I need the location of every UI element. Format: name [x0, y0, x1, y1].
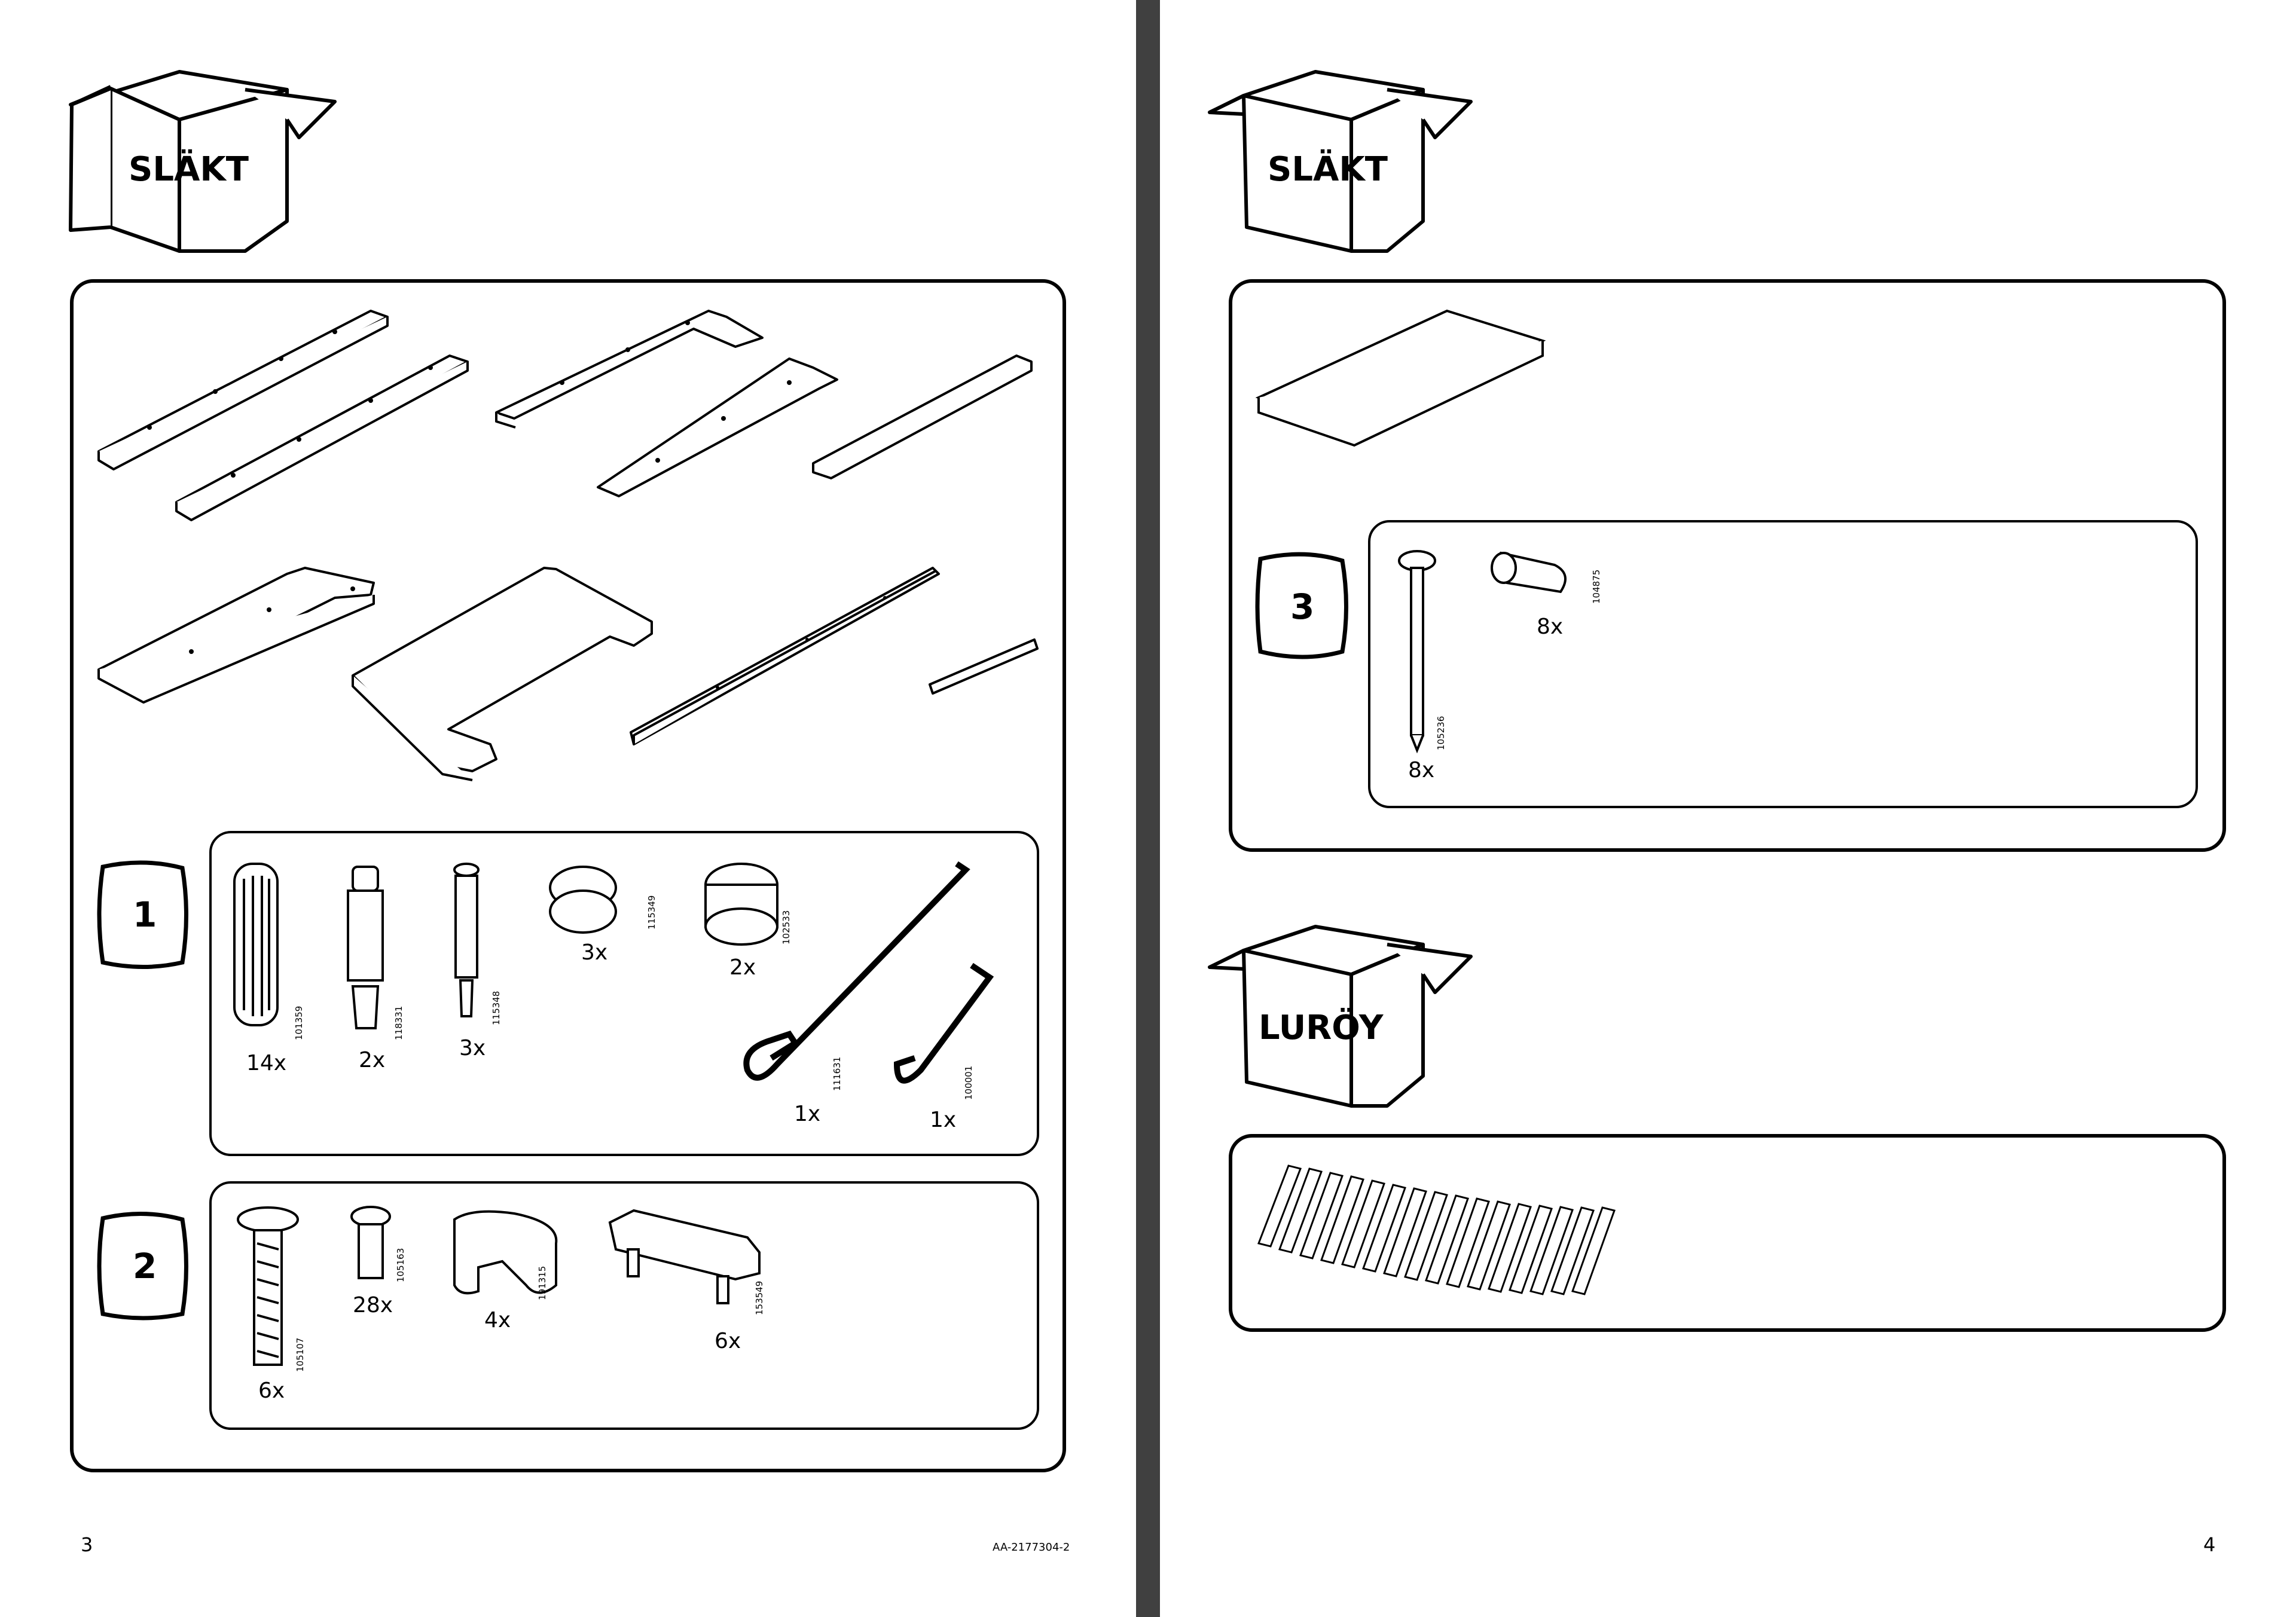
code-105163: 105163	[395, 1248, 406, 1282]
page-number: 3	[81, 1533, 93, 1556]
bolt-long-icon	[237, 1206, 299, 1366]
bag-number-2: 2	[133, 1246, 157, 1286]
code-100001: 100001	[963, 1066, 974, 1100]
qty-101359: 14x	[246, 1051, 286, 1075]
qty-100001: 1x	[930, 1108, 956, 1132]
code-101359: 101359	[294, 1006, 304, 1040]
side-rail	[812, 354, 1033, 479]
bag-icon-1	[97, 860, 188, 969]
bag-number-1: 1	[133, 894, 157, 935]
bag-number-3: 3	[1290, 586, 1314, 627]
code-102533: 102533	[781, 910, 792, 944]
bag-2-panel	[209, 1181, 1039, 1430]
allen-key-large-icon	[743, 861, 970, 1081]
qty-105107: 6x	[258, 1378, 285, 1403]
code-115348: 115348	[491, 991, 502, 1025]
bag-1-panel	[209, 831, 1039, 1156]
cam-lock-icon	[549, 866, 617, 934]
box-icon-slakt	[69, 70, 337, 253]
box-icon-slakt	[1208, 70, 1473, 253]
allen-key-small-icon	[893, 962, 994, 1084]
bolt-short-icon	[350, 1206, 391, 1279]
qty-105163: 28x	[353, 1293, 393, 1318]
code-104875: 104875	[1591, 570, 1602, 604]
part-holes	[147, 320, 887, 689]
u-plate-large	[352, 567, 653, 772]
bag-3-labels: 8x 8x 105236 104875	[1408, 570, 1602, 782]
qty-111631: 1x	[794, 1102, 820, 1126]
u-frame-arm	[597, 357, 838, 497]
long-screw-icon	[1398, 550, 1436, 754]
page-right: SLÄKT 3 8x 8x 105236 104875	[1160, 0, 2296, 1617]
page-left: SLÄKT	[0, 0, 1136, 1617]
connector-bolt-icon	[347, 866, 384, 1029]
box-label: SLÄKT	[1268, 150, 1388, 189]
barrel-nut-icon	[1491, 551, 1567, 594]
qty-115348: 3x	[459, 1036, 486, 1060]
slatted-bed-base-icon	[1257, 1164, 1616, 1295]
box-label-luroy: LURÖY	[1259, 1008, 1384, 1047]
parts-panel-bottom	[1229, 1134, 2226, 1332]
page-number: 4	[2203, 1533, 2216, 1556]
bench-support-icon	[608, 1209, 761, 1304]
code-118331: 118331	[393, 1006, 404, 1040]
foot-glide-icon	[453, 1210, 558, 1295]
qty-102533: 2x	[729, 955, 756, 980]
bag-icon-2	[97, 1212, 188, 1321]
parts-panel-top	[1229, 279, 2226, 852]
qty-191315: 4x	[484, 1308, 511, 1332]
qty-153549: 6x	[715, 1329, 741, 1353]
box-label: SLÄKT	[129, 150, 249, 189]
left-page-illustration: SLÄKT	[69, 70, 1066, 1472]
bag-icon-3	[1255, 552, 1348, 659]
code-105236: 105236	[1436, 716, 1446, 750]
dowel-icon	[233, 863, 279, 1026]
bag-1-labels: 14x 2x 3x 3x 2x 1x 1x 101359 118331 1153…	[246, 895, 974, 1132]
cam-lock-large-icon	[704, 863, 778, 946]
code-191315: 191315	[537, 1266, 548, 1300]
u-frame-top	[495, 310, 764, 420]
document-id: AA-2177304-2	[993, 1541, 1070, 1554]
code-153549: 153549	[754, 1281, 765, 1315]
bag-3-panel	[1368, 520, 2198, 808]
bag-2-labels: 6x 28x 4x 6x 105107 105163 191315 153549	[258, 1248, 765, 1403]
code-111631: 111631	[832, 1057, 842, 1091]
board-panel-icon	[1255, 309, 1546, 447]
right-page-illustration: SLÄKT 3 8x 8x 105236 104875	[1208, 70, 2226, 1332]
qty-118331: 2x	[359, 1048, 385, 1072]
code-105107: 105107	[295, 1338, 306, 1372]
code-115349: 115349	[646, 895, 657, 930]
box-icon-luroy	[1208, 925, 1473, 1108]
parts-panel	[70, 279, 1066, 1472]
small-bracket	[929, 638, 1039, 695]
page-spine	[1136, 0, 1160, 1617]
qty-115349: 3x	[581, 940, 607, 965]
qty-104875: 8x	[1537, 615, 1563, 639]
cam-bolt-icon	[453, 863, 480, 1017]
qty-105236: 8x	[1408, 758, 1434, 782]
wood-parts	[97, 310, 1039, 781]
